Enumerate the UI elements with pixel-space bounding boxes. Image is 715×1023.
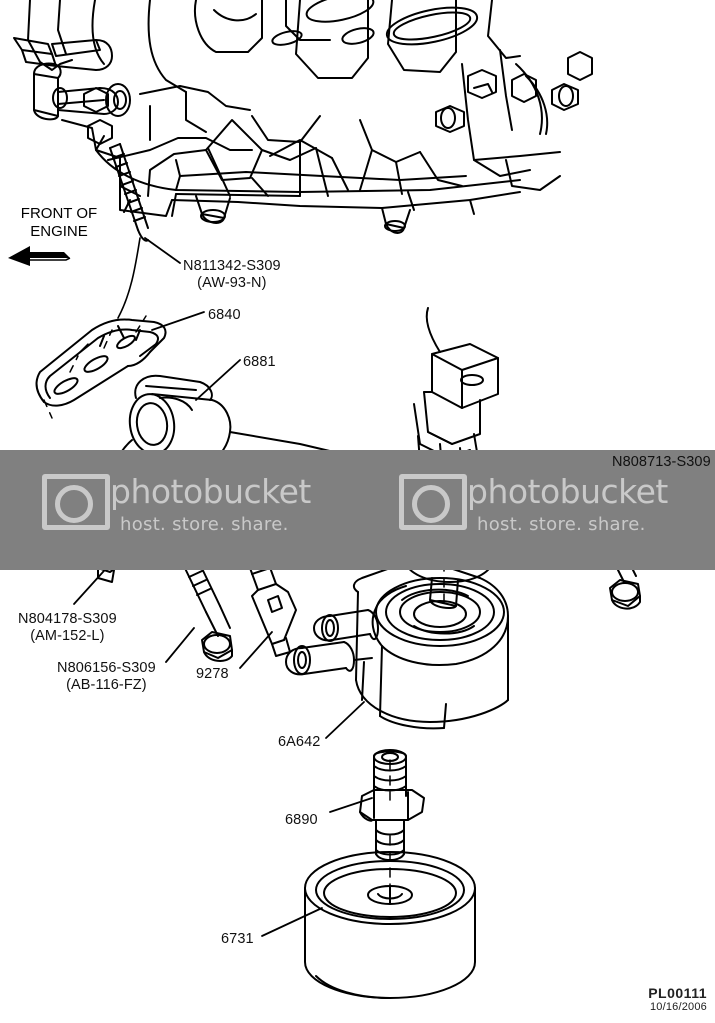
drawing-date: 10/16/2006: [649, 1001, 707, 1013]
engine-oil-cooler-part: [285, 562, 509, 730]
front-of-engine-arrow-icon: [8, 246, 71, 266]
mounting-bracket-part: [413, 307, 499, 471]
drawing-number: PL00111: [648, 985, 707, 1001]
callout-c6840: 6840: [208, 307, 241, 324]
watermark-instance: photobucket host. store. share.: [357, 450, 714, 570]
callout-text: 6881: [243, 354, 276, 370]
watermark-brand: photobucket: [467, 472, 668, 511]
callout-subtext: (AM-152-L): [30, 628, 105, 644]
callout-subtext: (AB-116-FZ): [66, 677, 147, 693]
callout-text: 6A642: [278, 734, 321, 750]
front-of-engine-note: FRONT OF ENGINE: [0, 205, 118, 241]
front-of-engine-line2: ENGINE: [30, 223, 88, 240]
photo-frame-icon: [42, 474, 110, 530]
drawing-stamp: PL00111 10/16/2006: [648, 985, 707, 1013]
watermark-instance: photobucket host. store. share.: [0, 450, 357, 570]
callout-n806156: N806156-S309(AB-116-FZ): [57, 660, 156, 694]
watermark-tagline: host. store. share.: [120, 514, 289, 535]
callout-n811342: N811342-S309(AW-93-N): [183, 258, 281, 292]
callout-subtext: (AW-93-N): [197, 275, 267, 291]
callout-text: 6840: [208, 307, 241, 323]
watermark-brand: photobucket: [110, 472, 311, 511]
callout-text: 9278: [196, 666, 229, 682]
stud-bolt-part: [95, 135, 149, 242]
front-of-engine-line1: FRONT OF: [20, 205, 98, 222]
callout-text: N808713-S309: [612, 454, 711, 470]
callout-leader-lines: [73, 237, 689, 937]
callout-c6a642: 6A642: [278, 734, 320, 751]
callout-text: N811342-S309: [183, 258, 281, 274]
photobucket-watermark-band: photobucket host. store. share. photobuc…: [0, 450, 715, 570]
oil-cooler-gasket-part: [35, 318, 167, 407]
engine-block-illustration: [13, 0, 593, 234]
callout-c6890: 6890: [285, 812, 318, 829]
callout-n808713: N808713-S309: [612, 454, 711, 471]
callout-text: N806156-S309: [57, 660, 156, 676]
photo-frame-icon: [399, 474, 467, 530]
watermark-tagline: host. store. share.: [477, 514, 646, 535]
oil-filter-adapter-nipple-part: [359, 749, 425, 861]
callout-text: 6731: [221, 931, 254, 947]
engine-oil-filter-part: [304, 851, 476, 999]
callout-c6881: 6881: [243, 354, 276, 371]
stud-alignment-line: [117, 237, 141, 319]
callout-text: N804178-S309: [18, 611, 117, 627]
gasket-alignment-lines: [43, 315, 147, 419]
callout-c6731: 6731: [221, 931, 254, 948]
callout-c9278: 9278: [196, 666, 229, 683]
callout-n804178: N804178-S309(AM-152-L): [18, 611, 117, 645]
callout-text: 6890: [285, 812, 318, 828]
